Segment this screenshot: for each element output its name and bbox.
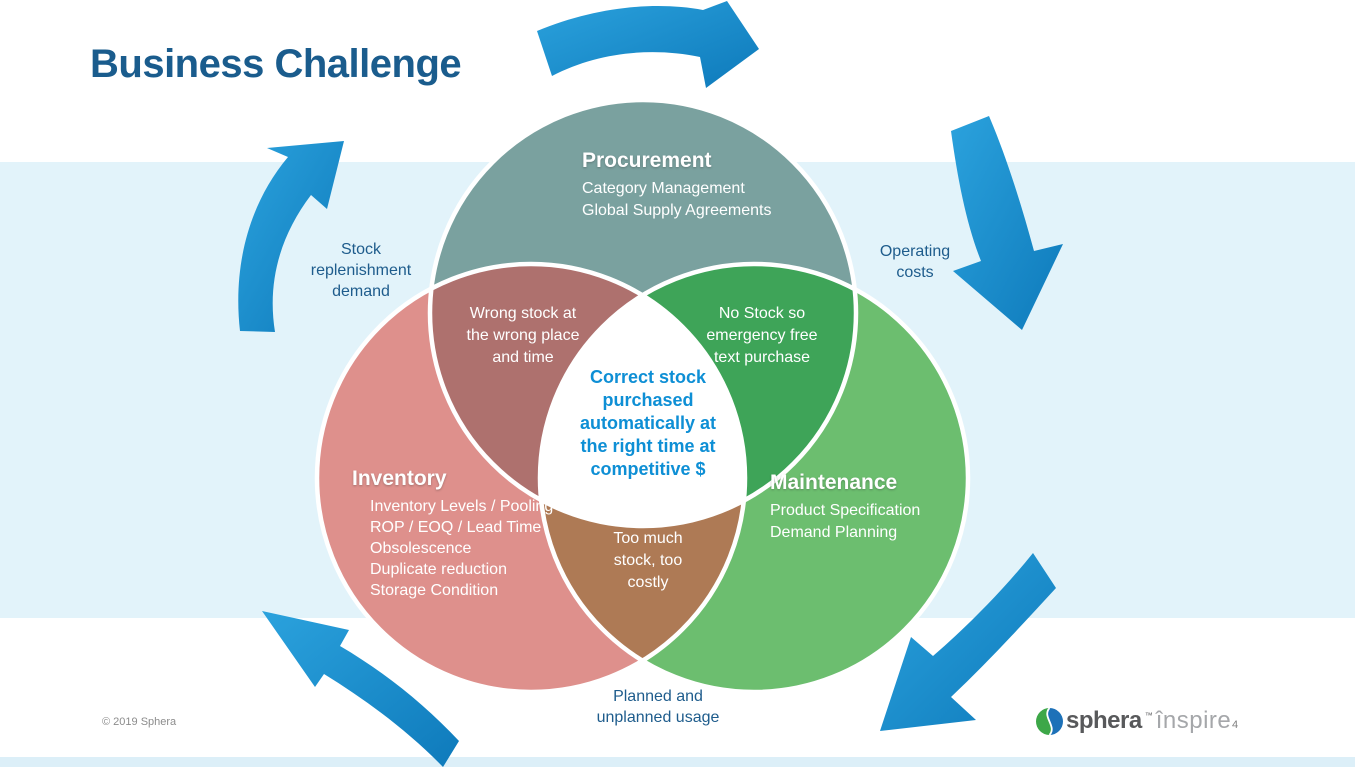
logo-suffix-text: înspire [1155,707,1232,734]
maintenance-details: Product Specification Demand Planning [770,502,921,541]
procurement-title: Procurement [582,149,712,172]
label-planned-usage: Planned and unplanned usage [596,688,720,726]
page-title: Business Challenge [90,42,462,86]
logo-trademark: ™ [1144,711,1153,720]
cycle-arrow-bottom-right [880,553,1056,731]
cycle-arrow-left [238,141,344,332]
center-message: Correct stock purchased automatically at… [579,367,717,479]
label-operating-costs: Operating costs [879,243,951,281]
page-number: 4 [1232,719,1239,731]
logo-brand-text: sphera [1066,707,1142,734]
procurement-label-block: Procurement Category Management Global S… [582,149,842,222]
inventory-details: Inventory Levels / Pooling ROP / EOQ / L… [370,498,554,599]
cycle-arrow-bottom-left [262,611,459,767]
copyright-notice: © 2019 Sphera [102,716,177,728]
maintenance-circle-outline [537,261,971,695]
overlap-center [540,264,745,526]
inventory-label-block: Inventory Inventory Levels / Pooling ROP… [352,467,612,601]
cycle-arrow-top [537,1,759,88]
inventory-circle-outline [314,261,748,695]
footer-strip [0,757,1355,767]
sphera-logo-icon [1036,707,1063,735]
label-stock-replenishment: Stock replenishment demand [310,241,412,300]
procurement-details: Category Management Global Supply Agreem… [582,180,772,219]
cycle-arrow-right [951,116,1063,330]
maintenance-title: Maintenance [770,471,898,494]
overlap-text-no-stock: No Stock so emergency free text purchase [706,305,818,366]
procurement-circle-outline [427,97,859,529]
overlap-text-too-much-stock: Too much stock, too costly [613,530,683,591]
inventory-title: Inventory [352,467,447,490]
sphera-inspire-logo: sphera ™ înspire [1036,707,1231,735]
maintenance-label-block: Maintenance Product Specification Demand… [770,471,1010,544]
overlap-text-wrong-stock: Wrong stock at the wrong place and time [466,305,580,366]
